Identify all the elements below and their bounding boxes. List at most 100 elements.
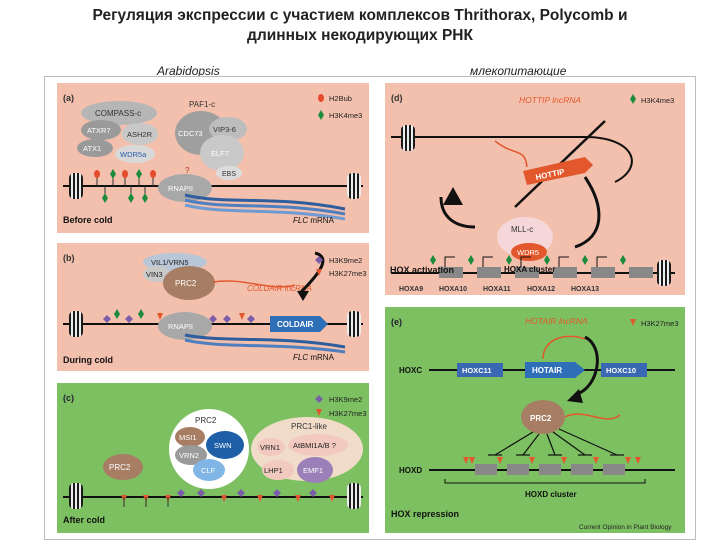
panel-d-legend: H3K4me3 bbox=[641, 96, 674, 105]
panel-c-vrn1 bbox=[257, 438, 285, 456]
panel-c-lhp1 bbox=[262, 460, 294, 480]
panel-c-prc1like-label: PRC1-like bbox=[291, 422, 328, 431]
panel-c-vrn2-label: VRN2 bbox=[179, 451, 199, 460]
column-label-mammals: млекопитающие bbox=[470, 64, 567, 78]
panel-e-repression-lines bbox=[488, 428, 624, 456]
panel-d-arrow-head bbox=[443, 187, 463, 205]
panel-b-mrna-strand-1 bbox=[184, 333, 346, 349]
panel-d-activation-arrows bbox=[444, 256, 607, 267]
panel-c-caption: After cold bbox=[63, 515, 105, 525]
panel-a-atxr7-label: ATXR7 bbox=[87, 126, 111, 135]
panel-c-msi1 bbox=[175, 427, 205, 447]
panel-d-nucleosome-bottom bbox=[657, 260, 671, 286]
panel-d-wdr5-label: WDR5 bbox=[517, 248, 539, 257]
panel-d-nucleosome-top bbox=[401, 125, 415, 151]
panel-c-clf bbox=[193, 459, 225, 481]
panel-c-clf-label: CLF bbox=[201, 466, 216, 475]
panel-c-prc2-label: PRC2 bbox=[195, 416, 217, 425]
panel-e-hoxc10-label: HOXC10 bbox=[606, 366, 636, 375]
panel-d-gene-boxes bbox=[439, 267, 653, 278]
panel-a-atxr7 bbox=[81, 120, 121, 140]
panel-c-prc2-left-label: PRC2 bbox=[109, 463, 131, 472]
panel-d-hottip-lncrna: HOTTIP lncRNA bbox=[519, 95, 581, 105]
panel-c-legend-h3k27me3: H3K27me3 bbox=[329, 409, 367, 418]
panel-a-ash2r bbox=[122, 123, 158, 145]
panel-a-nucleosome-right bbox=[347, 173, 361, 199]
panel-b-legend-h3k9me2-marker bbox=[315, 256, 323, 264]
panel-b-caption: During cold bbox=[63, 355, 113, 365]
panel-b-arrow-head bbox=[297, 291, 309, 301]
panel-b-flc-label: FLC mRNA bbox=[293, 353, 335, 362]
panel-d-hottip-gene bbox=[523, 157, 593, 185]
panel-d-wdr5 bbox=[511, 243, 547, 261]
panel-a-question: ? bbox=[185, 166, 190, 175]
panel-a-rnapii-label: RNAPII bbox=[168, 184, 193, 193]
panel-e-arrow-head bbox=[567, 389, 583, 403]
panel-a-atx1 bbox=[77, 139, 113, 157]
panel-e-hoxc11-label: HOXC11 bbox=[462, 366, 492, 375]
panel-c-swn bbox=[206, 431, 244, 459]
panel-a-vip36 bbox=[209, 117, 247, 141]
panel-d-gene-2: HOXA10 bbox=[439, 286, 467, 293]
panel-c-vrn1-label: VRN1 bbox=[260, 443, 280, 452]
panel-e-cluster: HOXD cluster bbox=[525, 490, 577, 499]
panel-a-wdr5a-label: WDR5a bbox=[120, 150, 147, 159]
panel-b-marks bbox=[103, 309, 255, 323]
panel-a-marks bbox=[94, 169, 156, 203]
panel-a-caption: Before cold bbox=[63, 215, 113, 225]
panel-e-tag: (e) bbox=[391, 317, 402, 327]
panel-c-msi1-label: MSI1 bbox=[179, 433, 197, 442]
panel-d-caption: HOX activation bbox=[390, 265, 455, 275]
panel-a-cdc73-label: CDC73 bbox=[178, 129, 203, 138]
panel-a-legend-h3k4me3: H3K4me3 bbox=[329, 111, 362, 120]
panel-c-atbmi-label: AtBMI1A/B ? bbox=[293, 441, 336, 450]
panel-b-nucleosome-right bbox=[347, 311, 361, 337]
panel-e-hoxc10-gene bbox=[601, 363, 647, 377]
panel-e: (e) HOTAIR lncRNA H3K27me3 HOXC HOXC11 H… bbox=[385, 307, 685, 533]
panel-a: (a) COMPASS-c ATXR7 ASH2R ATX1 WDR5a PAF… bbox=[57, 83, 369, 233]
panel-c-legend-h3k27me3-marker bbox=[316, 409, 322, 416]
panel-d-lncrna-strand bbox=[494, 140, 528, 168]
panel-c-legend-h3k9me2: H3K9me2 bbox=[329, 395, 362, 404]
panel-b-vin3 bbox=[143, 266, 171, 282]
panel-b-coldair-gene-label: COLDAIR bbox=[277, 320, 314, 329]
credit: Current Opinion in Plant Biology bbox=[579, 524, 672, 531]
panel-d-tag: (d) bbox=[391, 93, 403, 103]
panel-d-gene-5: HOXA13 bbox=[571, 286, 599, 293]
panel-b-prc2-label: PRC2 bbox=[175, 279, 197, 288]
panel-e-prc2-label: PRC2 bbox=[530, 414, 552, 423]
panel-c-emf1-label: EMF1 bbox=[303, 466, 323, 475]
panel-e-prc2-rna bbox=[564, 413, 621, 420]
panel-c-lhp1-label: LHP1 bbox=[264, 466, 283, 475]
panel-e-h3k27me3-marks bbox=[463, 457, 641, 464]
panel-a-mrna-strand-2 bbox=[184, 198, 346, 216]
panel-e-lncrna-strand bbox=[542, 335, 586, 360]
panel-a-legend-h3k4me3-marker bbox=[318, 110, 324, 120]
panel-c-emf1 bbox=[297, 457, 333, 483]
title-line-2: длинных некодирующих РНК bbox=[247, 27, 473, 44]
panel-e-legend: H3K27me3 bbox=[641, 319, 679, 328]
panel-d: (d) HOTTIP lncRNA H3K4me3 HOTTIP MLL-c W… bbox=[385, 83, 685, 295]
panel-b-coldair-lncrna: COLDAIR lncRNA bbox=[247, 284, 312, 293]
panel-e-hoxd-genes bbox=[475, 464, 625, 475]
panel-b: (b) VIL1/VRN5 VIN3 PRC2 COLDAIR lncRNA C… bbox=[57, 243, 369, 371]
panel-c-nucleosome-left bbox=[69, 483, 83, 509]
panel-a-mrna-strand-3 bbox=[184, 203, 346, 221]
panel-d-gene-3: HOXA11 bbox=[483, 286, 511, 293]
panel-a-ash2r-label: ASH2R bbox=[127, 130, 153, 139]
panel-d-mllc-label: MLL-c bbox=[511, 225, 533, 234]
panel-e-hotair-gene bbox=[525, 362, 585, 378]
panel-b-rnapii-label: RNAPII bbox=[168, 322, 193, 331]
panel-a-compass-label: COMPASS-c bbox=[95, 109, 141, 118]
panel-a-wdr5a bbox=[115, 145, 155, 163]
panel-b-rnapii bbox=[158, 312, 212, 340]
panel-c-prc2-left bbox=[103, 454, 143, 480]
panel-e-hoxd-label: HOXD bbox=[399, 466, 422, 475]
page-title: Регуляция экспрессии с участием комплекс… bbox=[0, 6, 720, 46]
panel-c-vrn2 bbox=[175, 445, 207, 465]
panel-d-cluster: HOXA cluster bbox=[504, 265, 556, 274]
panel-d-legend-marker bbox=[630, 94, 636, 104]
panel-a-elf7 bbox=[200, 135, 244, 171]
panel-d-h3k4me3-marks bbox=[430, 255, 626, 265]
title-line-1: Регуляция экспрессии с участием комплекс… bbox=[92, 7, 628, 24]
